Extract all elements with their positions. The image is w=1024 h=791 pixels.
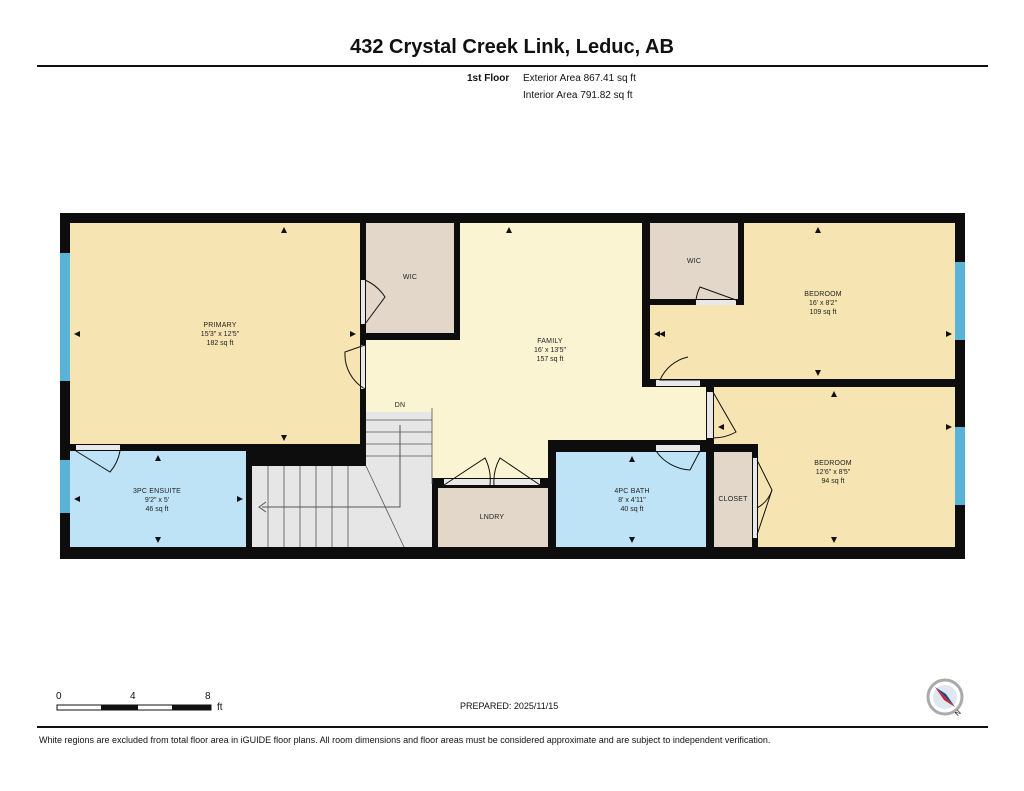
stair-arrow-line [262,425,401,508]
primary-name: PRIMARY [203,322,237,329]
windows [60,253,965,513]
bedroom-bottom-name: BEDROOM [814,460,852,467]
footer-rule [37,726,988,728]
bedroom-top-name: BEDROOM [804,291,842,298]
scale-tick-4: 4 [130,691,136,702]
bath-room [556,452,708,547]
stair-treads [267,408,433,548]
prepared-date: PREPARED: 2025/11/15 [460,701,559,711]
ensuite-area: 46 sq ft [145,506,169,513]
door-openings [76,280,757,538]
laundry-name: LNDRY [479,514,505,521]
bedroom-bottom-label: BEDROOM 12'6" x 8'5" 94 sq ft [793,459,873,486]
stair-arrow-head [258,501,267,513]
compass-icon [926,678,964,716]
exterior-area: Exterior Area 867.41 sq ft [523,73,636,84]
bath-area: 40 sq ft [620,506,644,513]
laundry-room [437,488,548,547]
closet-name: CLOSET [718,496,748,503]
laundry-label: LNDRY [467,513,517,522]
scale-tick-8: 8 [205,691,211,702]
wic-right-name: WIC [686,258,702,265]
ensuite-dims: 9'2" x 5' [144,497,170,504]
family-dims: 16' x 13'5" [533,347,566,354]
primary-area: 182 sq ft [206,340,234,347]
scale-unit: ft [217,702,223,713]
family-name: FAMILY [537,338,563,345]
door-swings [75,279,773,536]
stairs-label: DN [385,401,415,410]
header-rule [37,65,988,67]
closet-label: CLOSET [714,495,752,504]
bedroom-top-dims: 16' x 8'2" [808,300,838,307]
disclaimer: White regions are excluded from total fl… [39,735,771,745]
wic-right-label: WIC [674,257,714,266]
family-label: FAMILY 16' x 13'5" 157 sq ft [510,337,590,364]
bedroom-top-label: BEDROOM 16' x 8'2" 109 sq ft [783,290,863,317]
family-area: 157 sq ft [536,356,564,363]
wic-left-label: WIC [390,273,430,282]
bedroom-top-area: 109 sq ft [809,309,837,316]
ensuite-name: 3PC ENSUITE [132,488,182,495]
family-room [366,223,706,484]
dimension-arrows [74,227,952,543]
bath-name: 4PC BATH [614,488,650,495]
primary-dims: 15'3" x 12'5" [200,331,240,338]
wic-left-name: WIC [402,274,418,281]
floor-label: 1st Floor [467,73,510,84]
bath-dims: 8' x 4'11" [618,497,646,504]
ensuite-label: 3PC ENSUITE 9'2" x 5' 46 sq ft [117,487,197,514]
bath-label: 4PC BATH 8' x 4'11" 40 sq ft [592,487,672,514]
primary-label: PRIMARY 15'3" x 12'5" 182 sq ft [180,321,260,348]
primary-room [70,223,360,444]
scale-bar [56,704,212,711]
stairs-name: DN [394,402,406,409]
bedroom-bottom-dims: 12'6" x 8'5" [815,469,851,476]
bedroom-bottom-area: 94 sq ft [821,478,845,485]
ensuite-room [70,451,246,547]
page-title: 432 Crystal Creek Link, Leduc, AB [350,36,674,58]
interior-area: Interior Area 791.82 sq ft [523,90,633,101]
wic-left-room [366,223,454,333]
scale-tick-0: 0 [56,691,62,702]
